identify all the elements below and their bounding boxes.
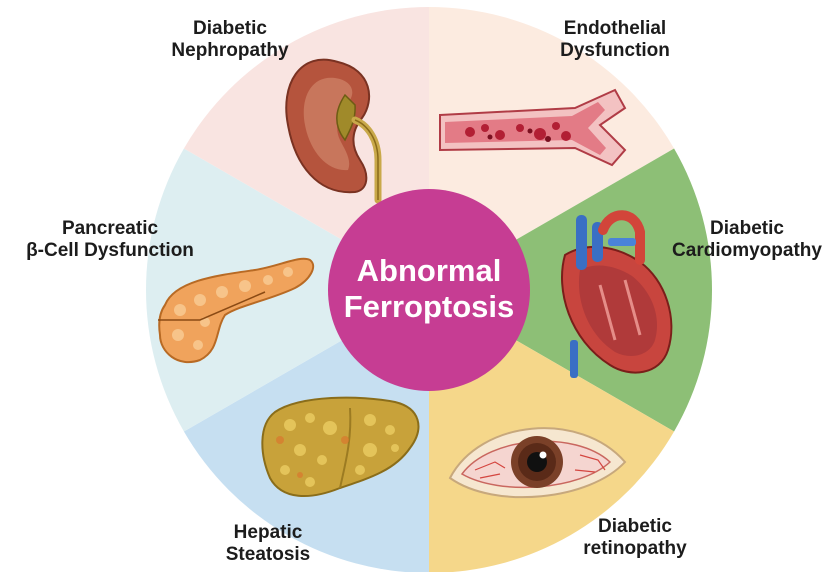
center-title-line2: Ferroptosis <box>329 289 529 325</box>
label-hepatic-steatosis: Hepatic Steatosis <box>198 522 338 566</box>
label-pancreatic-line2: β-Cell Dysfunction <box>5 240 215 262</box>
label-endothelial-dysfunction: Endothelial Dysfunction <box>530 18 700 62</box>
label-cardiomyopathy-line2: Cardiomyopathy <box>660 240 834 262</box>
label-diabetic-retinopathy: Diabetic retinopathy <box>560 516 710 560</box>
label-pancreatic-line1: Pancreatic <box>5 218 215 240</box>
label-steatosis-line2: Steatosis <box>198 544 338 566</box>
center-title: Abnormal Ferroptosis <box>329 253 529 325</box>
label-steatosis-line1: Hepatic <box>198 522 338 544</box>
center-title-line1: Abnormal <box>329 253 529 289</box>
label-endothelial-line1: Endothelial <box>530 18 700 40</box>
label-diabetic-cardiomyopathy: Diabetic Cardiomyopathy <box>660 218 834 262</box>
label-nephropathy-line2: Nephropathy <box>150 40 310 62</box>
label-endothelial-line2: Dysfunction <box>530 40 700 62</box>
label-diabetic-nephropathy: Diabetic Nephropathy <box>150 18 310 62</box>
label-cardiomyopathy-line1: Diabetic <box>660 218 834 240</box>
label-retinopathy-line1: Diabetic <box>560 516 710 538</box>
label-retinopathy-line2: retinopathy <box>560 538 710 560</box>
label-pancreatic-beta-cell-dysfunction: Pancreatic β-Cell Dysfunction <box>5 218 215 262</box>
label-nephropathy-line1: Diabetic <box>150 18 310 40</box>
